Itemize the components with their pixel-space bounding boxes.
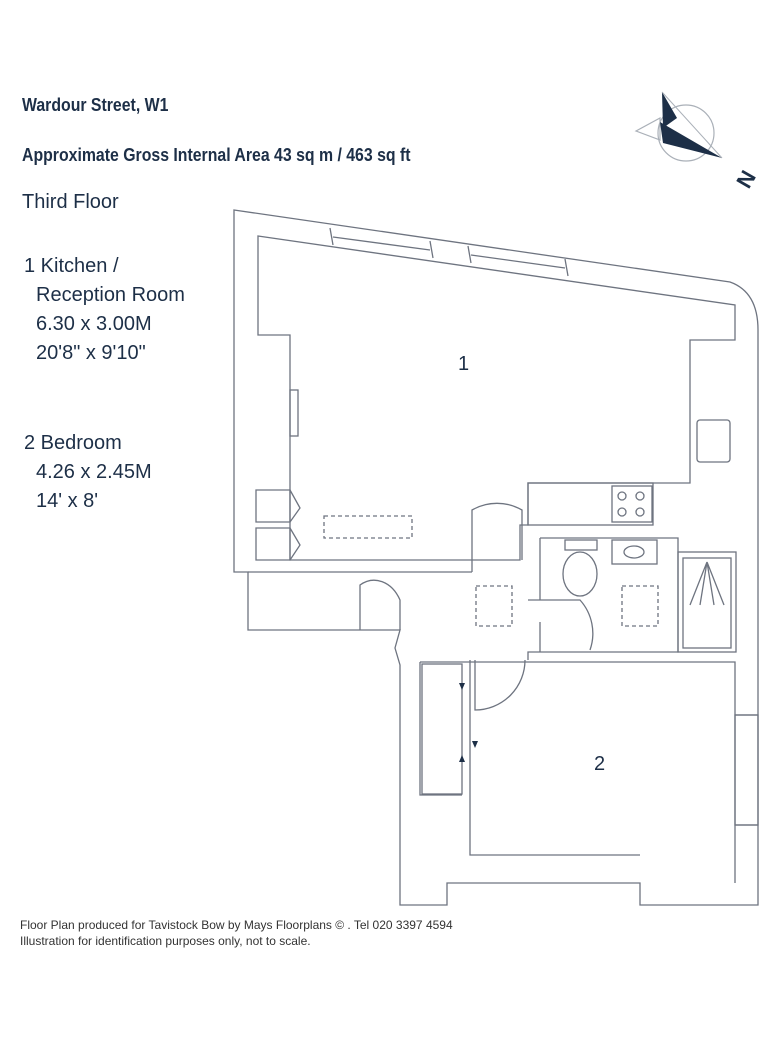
floor-label: Third Floor	[22, 191, 119, 213]
area-title: Approximate Gross Internal Area 43 sq m …	[22, 145, 411, 165]
footer-credit: Floor Plan produced for Tavistock Bow by…	[20, 918, 453, 932]
footer-disclaimer: Illustration for identification purposes…	[20, 934, 311, 948]
room-2-name: 2 Bedroom	[24, 432, 122, 454]
toilet	[562, 551, 598, 597]
bedroom-wall	[419, 660, 736, 883]
kitchen-counter	[527, 482, 654, 526]
kitchen-sink	[696, 419, 731, 463]
room-1-number: 1	[458, 353, 469, 375]
wardrobe	[421, 663, 463, 795]
hallway	[248, 502, 523, 630]
room-1-imperial: 20'8" x 9'10"	[36, 342, 146, 364]
room-1-name: 1 Kitchen /	[24, 255, 119, 277]
room-1-wall	[257, 235, 736, 561]
bedroom-door	[474, 659, 526, 711]
compass-north-label: N	[731, 166, 761, 192]
shower	[677, 551, 737, 653]
outer-wall	[233, 209, 759, 906]
cupboards	[255, 489, 301, 561]
room-2-imperial: 14' x 8'	[36, 490, 99, 512]
basin	[611, 539, 658, 565]
room-2-number: 2	[594, 753, 605, 775]
bedroom-window	[734, 714, 759, 826]
address-title: Wardour Street, W1	[22, 95, 169, 115]
door-arrow	[459, 683, 478, 762]
room-2-metric: 4.26 x 2.45M	[36, 461, 152, 483]
window	[329, 227, 569, 277]
hob	[611, 485, 653, 523]
room-1-name-2: Reception Room	[36, 284, 185, 306]
compass-icon: N	[634, 91, 761, 192]
bathroom-wall	[527, 537, 679, 660]
table	[323, 515, 413, 539]
bathroom-door	[528, 599, 594, 651]
room-1-metric: 6.30 x 3.00M	[36, 313, 152, 335]
